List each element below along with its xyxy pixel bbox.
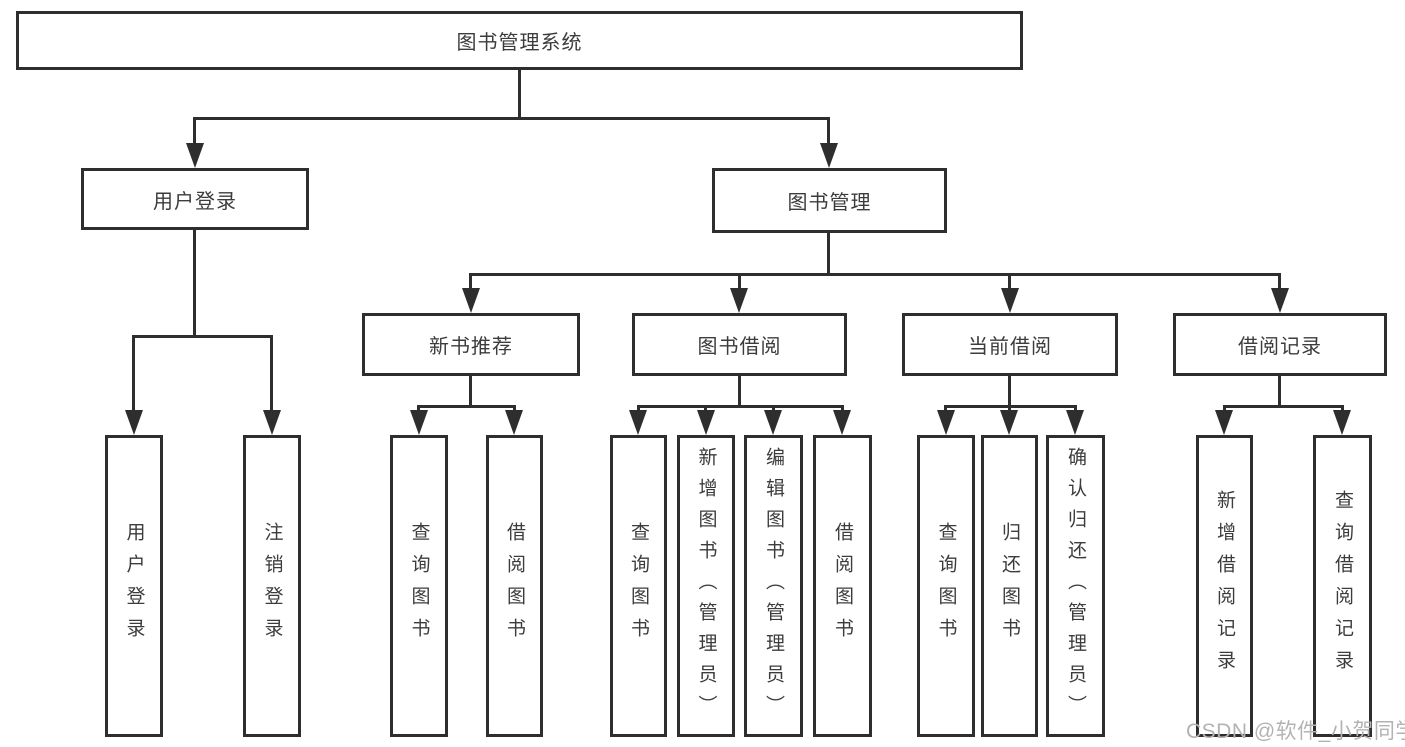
- node-borrow-records: 借阅记录: [1173, 313, 1387, 376]
- connector-stem: [1008, 405, 1011, 413]
- arrow-down-icon: [1066, 410, 1084, 435]
- leaf-borrow-books-1-label: 借阅图书: [504, 522, 525, 650]
- arrow-down-icon: [263, 410, 281, 435]
- leaf-edit-books-admin-label: 编辑图书（管理员）: [763, 446, 784, 726]
- node-book-management-label: 图书管理: [787, 192, 872, 214]
- connector-stem: [132, 335, 135, 412]
- connector-level1-rail: [193, 117, 830, 120]
- node-new-book-recommend: 新书推荐: [362, 313, 580, 376]
- connector-stem: [637, 405, 640, 413]
- connector-bookmgmt-stem: [827, 233, 830, 275]
- node-borrow-records-label: 借阅记录: [1238, 336, 1322, 358]
- node-current-borrow-label: 当前借阅: [968, 336, 1052, 358]
- arrow-down-icon: [833, 410, 851, 435]
- connector-stem: [827, 117, 830, 145]
- leaf-query-books-2: 查询图书: [610, 435, 667, 737]
- arrow-down-icon: [697, 410, 715, 435]
- connector-bookborrow-stem: [738, 376, 741, 408]
- node-book-borrow: 图书借阅: [632, 313, 847, 376]
- connector-stem: [270, 335, 273, 412]
- arrow-down-icon: [410, 410, 428, 435]
- leaf-confirm-return-admin-label: 确认归还（管理员）: [1065, 446, 1086, 726]
- leaf-borrow-books-1: 借阅图书: [486, 435, 543, 737]
- connector-stem: [704, 405, 707, 413]
- connector-stem: [1008, 273, 1011, 290]
- leaf-add-borrow-record-label: 新增借阅记录: [1214, 490, 1235, 682]
- connector-borrowrecords-rail: [1223, 405, 1344, 408]
- leaf-query-books-1-label: 查询图书: [408, 522, 430, 650]
- arrow-down-icon: [629, 410, 647, 435]
- node-user-login: 用户登录: [81, 168, 309, 230]
- arrow-down-icon: [730, 288, 748, 313]
- leaf-query-borrow-record-label: 查询借阅记录: [1332, 490, 1353, 682]
- leaf-confirm-return-admin: 确认归还（管理员）: [1046, 435, 1105, 737]
- connector-userlogin-rail: [132, 335, 273, 338]
- arrow-down-icon: [820, 143, 838, 168]
- node-root-system: 图书管理系统: [16, 11, 1023, 70]
- connector-stem: [417, 405, 420, 413]
- leaf-borrow-books-2-label: 借阅图书: [832, 522, 853, 650]
- connector-stem: [513, 405, 516, 413]
- connector-stem: [841, 405, 844, 413]
- leaf-query-books-2-label: 查询图书: [628, 522, 649, 650]
- arrow-down-icon: [505, 410, 523, 435]
- arrow-down-icon: [186, 143, 204, 168]
- connector-userlogin-stem: [193, 230, 196, 338]
- leaf-user-login: 用户登录: [105, 435, 163, 737]
- connector-level2-rail: [469, 273, 1281, 276]
- arrow-down-icon: [1271, 288, 1289, 313]
- leaf-user-login-label: 用户登录: [123, 522, 145, 650]
- connector-borrowrecords-stem: [1278, 376, 1281, 408]
- connector-stem: [1278, 273, 1281, 290]
- node-user-login-label: 用户登录: [153, 190, 237, 213]
- connector-stem: [1341, 405, 1344, 413]
- node-current-borrow: 当前借阅: [902, 313, 1118, 376]
- connector-bookborrow-rail: [637, 405, 844, 408]
- arrow-down-icon: [764, 410, 782, 435]
- connector-stem: [193, 117, 196, 145]
- leaf-logout-label: 注销登录: [261, 522, 283, 650]
- leaf-query-books-3-label: 查询图书: [935, 522, 957, 650]
- arrow-down-icon: [462, 288, 480, 313]
- node-book-management: 图书管理: [712, 168, 947, 233]
- arrow-down-icon: [1001, 288, 1019, 313]
- arrow-down-icon: [125, 410, 143, 435]
- connector-stem: [944, 405, 947, 413]
- connector-stem: [772, 405, 775, 413]
- connector-stem: [1223, 405, 1226, 413]
- node-book-borrow-label: 图书借阅: [697, 336, 782, 358]
- node-new-book-recommend-label: 新书推荐: [429, 336, 513, 358]
- leaf-return-books: 归还图书: [981, 435, 1038, 737]
- node-root-system-label: 图书管理系统: [456, 32, 583, 54]
- leaf-query-borrow-record: 查询借阅记录: [1313, 435, 1372, 737]
- connector-newbooks-rail: [417, 405, 516, 408]
- leaf-add-books-admin-label: 新增图书（管理员）: [695, 446, 717, 726]
- connector-stem: [738, 273, 741, 290]
- arrow-down-icon: [1333, 410, 1351, 435]
- leaf-query-books-1: 查询图书: [390, 435, 448, 737]
- connector-currentborrow-stem: [1008, 376, 1011, 408]
- arrow-down-icon: [1000, 410, 1018, 435]
- connector-stem: [1074, 405, 1077, 413]
- leaf-return-books-label: 归还图书: [999, 522, 1020, 650]
- leaf-edit-books-admin: 编辑图书（管理员）: [744, 435, 803, 737]
- watermark: CSDN @软件_小贺同学: [1186, 720, 1405, 743]
- connector-newbooks-stem: [469, 376, 472, 408]
- connector-stem: [469, 273, 472, 290]
- leaf-borrow-books-2: 借阅图书: [813, 435, 872, 737]
- leaf-logout: 注销登录: [243, 435, 301, 737]
- leaf-add-books-admin: 新增图书（管理员）: [677, 435, 735, 737]
- leaf-query-books-3: 查询图书: [917, 435, 975, 737]
- arrow-down-icon: [1215, 410, 1233, 435]
- leaf-add-borrow-record: 新增借阅记录: [1196, 435, 1253, 737]
- connector-root-stem: [518, 70, 521, 120]
- arrow-down-icon: [937, 410, 955, 435]
